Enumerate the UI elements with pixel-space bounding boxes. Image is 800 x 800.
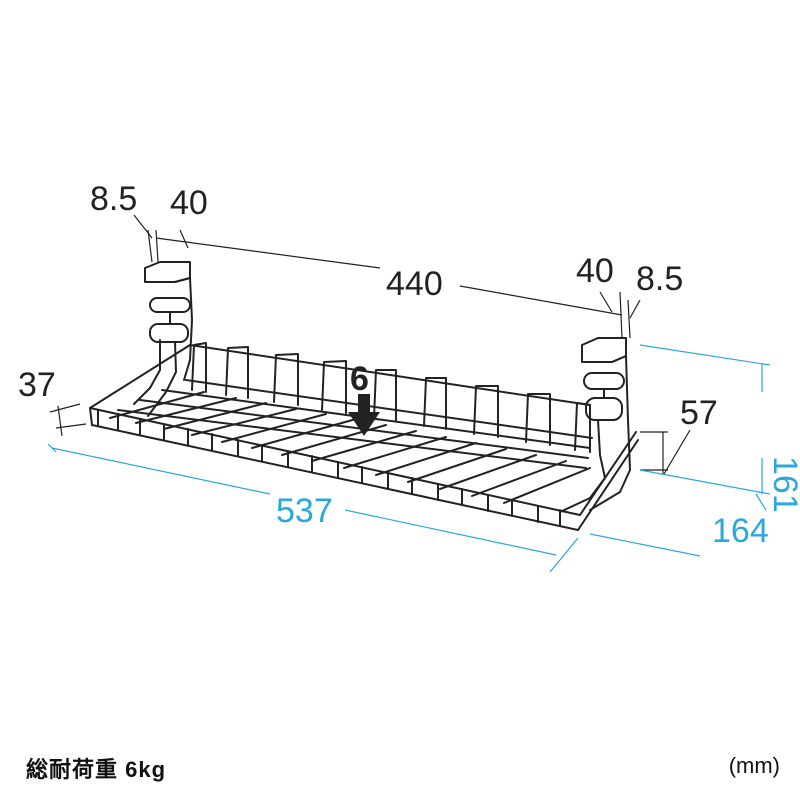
dim-right-clamp-width: 40	[576, 252, 614, 290]
dim-left-plate-thickness: 8.5	[90, 180, 137, 218]
dim-total-width: 537	[276, 492, 333, 530]
dim-left-clamp-width: 40	[170, 184, 208, 222]
wire-tray-drawing	[89, 261, 639, 531]
dim-load-label: 6	[350, 360, 369, 398]
load-arrow	[348, 394, 380, 436]
blue-dimension-lines	[47, 344, 771, 573]
black-dimension-lines	[49, 214, 691, 475]
unit-label: (mm)	[728, 753, 780, 778]
dim-clamp-opening: 57	[680, 394, 718, 432]
load-arrow-shaft	[358, 394, 370, 412]
load-rating-label: 総耐荷重 6kg	[26, 757, 167, 782]
dim-tray-height: 37	[18, 366, 56, 404]
dim-clamp-span: 440	[386, 265, 443, 303]
right-clamp	[559, 337, 631, 513]
dim-total-height: 161	[766, 456, 800, 513]
load-arrow-head	[348, 412, 380, 436]
dim-right-plate-thickness: 8.5	[636, 260, 683, 298]
dim-depth: 164	[712, 512, 769, 550]
